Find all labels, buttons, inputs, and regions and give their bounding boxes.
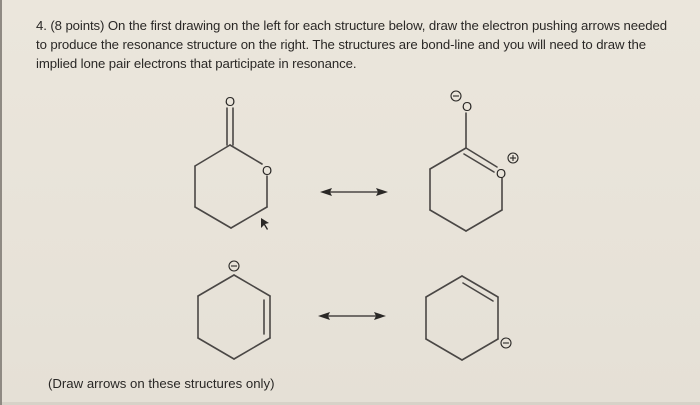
- positive-charge-icon: [507, 152, 519, 164]
- question-text: 4. (8 points) On the first drawing on th…: [36, 18, 667, 71]
- resonance-arrow-bottom: [318, 312, 386, 320]
- structure-lactone-neutral[interactable]: [194, 107, 268, 229]
- structure-cyclohexenyl-anion-left[interactable]: [197, 274, 271, 360]
- atom-o-carbonyl: O: [225, 94, 235, 109]
- negative-charge-icon: [500, 337, 512, 349]
- instructions-note: (Draw arrows on these structures only): [48, 376, 275, 391]
- resonance-arrow-top: [320, 188, 388, 196]
- mouse-cursor-icon: [261, 218, 269, 230]
- page-bottom-edge: [2, 402, 700, 405]
- atom-o-minus: O: [462, 99, 472, 114]
- negative-charge-icon: [228, 260, 240, 272]
- structure-lactone-resonance[interactable]: [429, 112, 503, 232]
- structure-cyclohexenyl-anion-right[interactable]: [425, 275, 499, 361]
- atom-o-ring: O: [262, 163, 272, 178]
- atom-o-plus: O: [496, 166, 506, 181]
- negative-charge-icon: [450, 90, 462, 102]
